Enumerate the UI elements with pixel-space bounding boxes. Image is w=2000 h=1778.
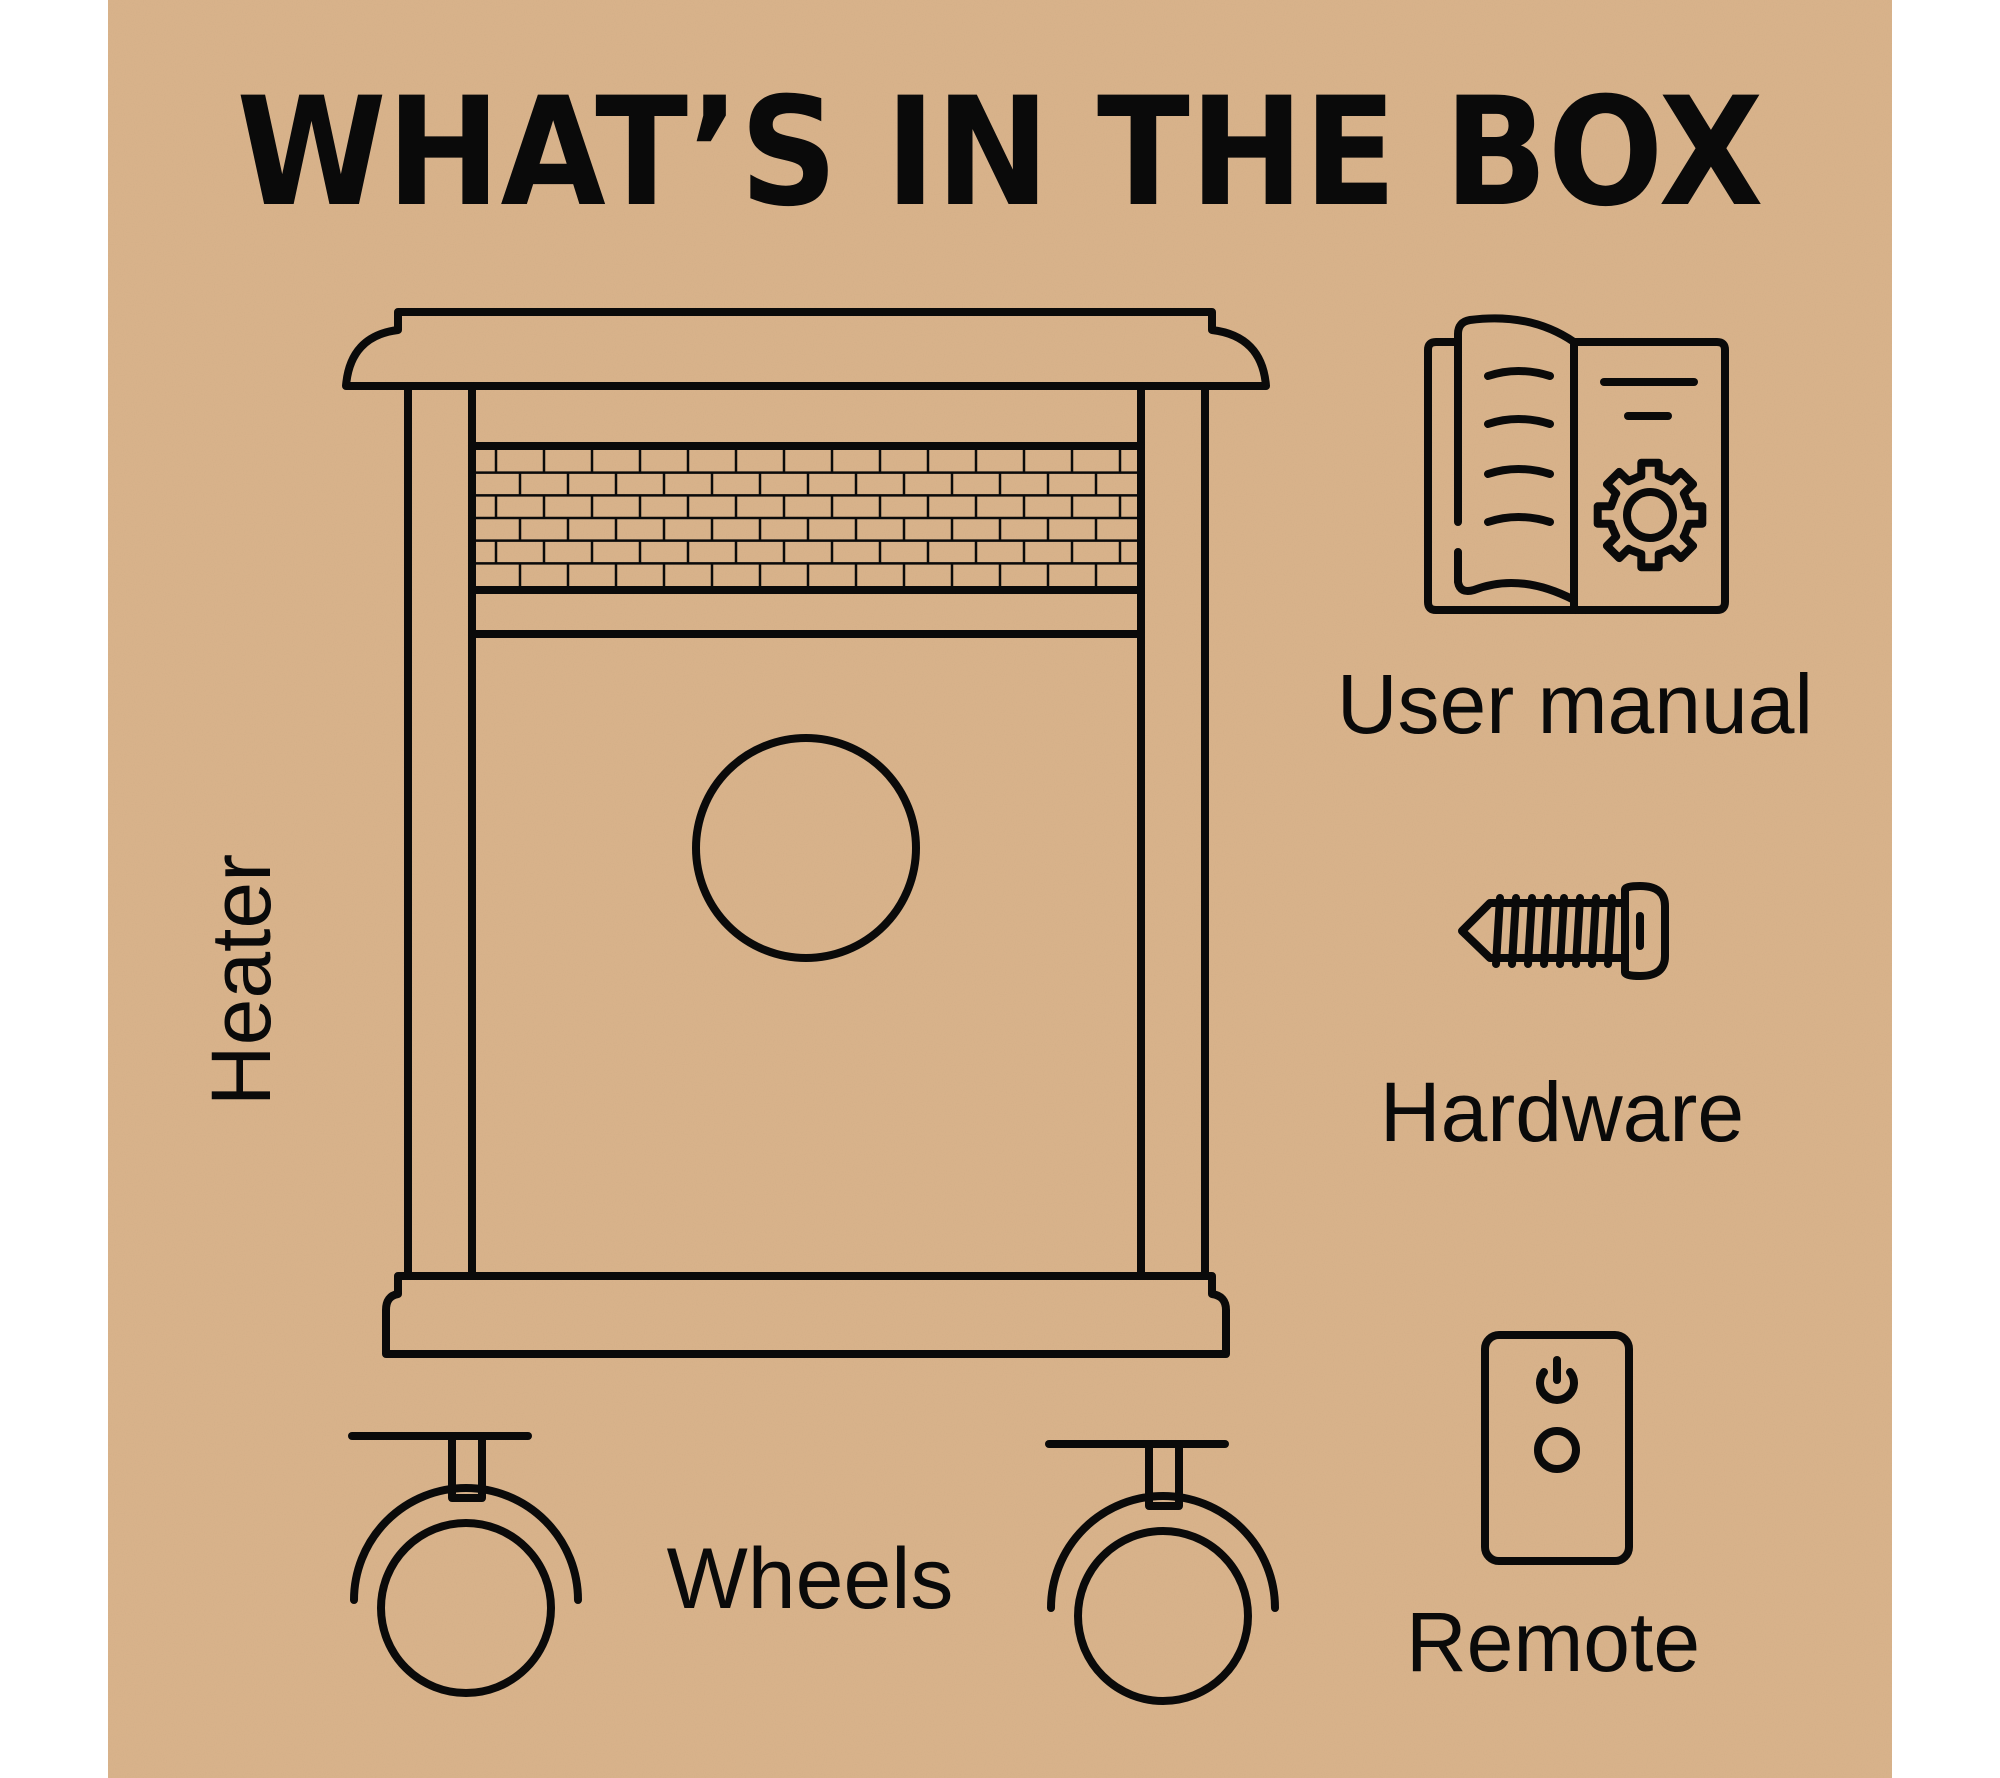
heater-label: Heater xyxy=(194,854,288,1106)
heater-icon xyxy=(342,308,1270,1358)
user-manual-icon xyxy=(1424,314,1729,614)
brick-lines xyxy=(472,450,1141,586)
wheels-label: Wheels xyxy=(667,1531,954,1627)
wheel-icon xyxy=(348,1432,582,1697)
remote-label: Remote xyxy=(1406,1595,1700,1689)
user-manual-label: User manual xyxy=(1337,657,1813,751)
remote-icon xyxy=(1481,1331,1633,1565)
wheel-icon xyxy=(1045,1440,1279,1705)
brick-heating-panel xyxy=(472,450,1141,586)
gear-icon xyxy=(1593,458,1707,572)
page-title: WHAT’S IN THE BOX xyxy=(237,66,1764,240)
hardware-label: Hardware xyxy=(1380,1065,1744,1159)
screw-icon xyxy=(1458,882,1669,980)
